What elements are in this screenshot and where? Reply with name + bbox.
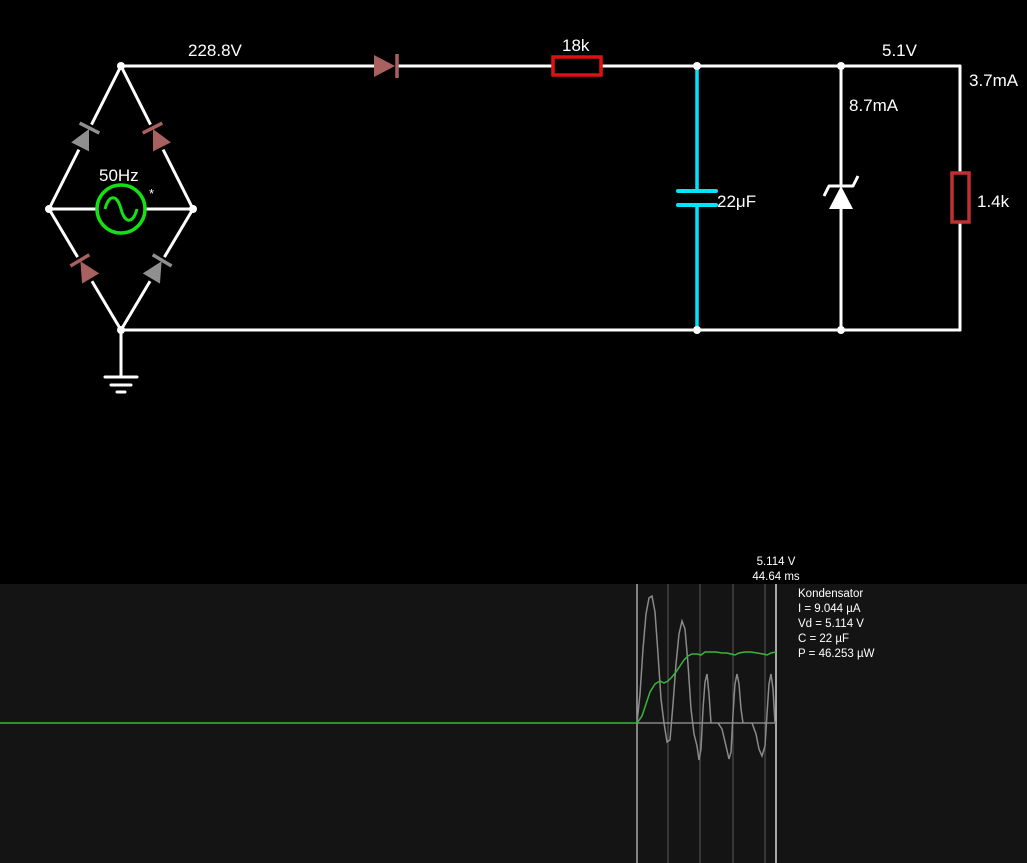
capacitor-label: 22μF [717,192,756,211]
bridge-diode-top-left[interactable] [69,120,101,155]
junction-dots [45,62,845,334]
component-info: Kondensator I = 9.044 µA Vd = 5.114 V C … [798,587,874,662]
component-power: P = 46.253 µW [798,648,875,660]
wires [47,64,962,378]
bridge-rectifier[interactable] [47,64,195,332]
component-name: Kondensator [798,588,864,600]
cursor-voltage: 5.114 V [756,556,796,568]
zener-current-label: 8.7mA [849,96,899,115]
scope-current-trace [636,594,776,761]
capacitor[interactable] [676,66,718,330]
load-resistor-label: 1.4k [977,192,1010,211]
circuit-canvas[interactable]: 50Hz * 18k 22μF 8.7mA 1.4k 3.7mA 228.8V … [0,0,1027,584]
ground-symbol[interactable] [103,375,139,394]
scope-voltage-trace [0,651,777,724]
series-resistor[interactable] [551,55,603,77]
component-current: I = 9.044 µA [798,603,861,615]
bridge-diode-bottom-right[interactable] [140,251,173,286]
series-resistor-label: 18k [562,36,590,55]
ac-source[interactable] [95,183,147,235]
output-voltage-label: 5.1V [882,41,918,60]
source-marker: * [149,186,154,201]
zener-diode[interactable] [822,175,860,209]
bridge-diode-bottom-left[interactable] [68,251,101,286]
bridge-diode-top-right[interactable] [141,120,173,155]
scope-cursor-readout: 5.114 V 44.64 ms [736,555,816,585]
series-diode[interactable] [374,54,399,78]
load-current-label: 3.7mA [969,71,1019,90]
component-capacitance: C = 22 µF [798,633,850,645]
cursor-time: 44.64 ms [752,571,800,583]
scope-panel[interactable]: Kondensator I = 9.044 µA Vd = 5.114 V C … [0,584,1027,863]
bridge-output-voltage-label: 228.8V [188,41,243,60]
load-resistor[interactable] [950,171,971,224]
component-voltage: Vd = 5.114 V [798,618,864,630]
scope-plot[interactable] [0,584,1027,863]
sine-wave-icon [103,196,139,222]
source-frequency-label: 50Hz [99,166,139,185]
